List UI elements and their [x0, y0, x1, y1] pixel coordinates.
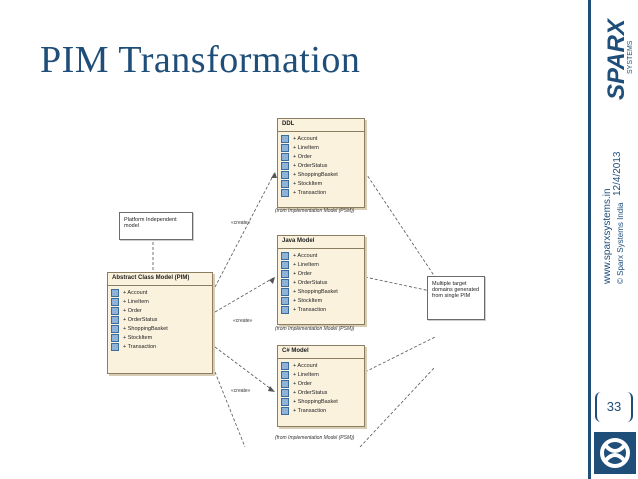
class-icon: [111, 315, 119, 324]
list-item: + Order: [278, 152, 364, 161]
list-item: + Transaction: [108, 342, 212, 351]
website-text: www.sparxsystems.in: [602, 188, 613, 284]
abstract-class-model[interactable]: Abstract Class Model (PIM) + Account + L…: [107, 272, 213, 374]
list-item: + Transaction: [278, 406, 364, 415]
list-item: + LineItem: [278, 143, 364, 152]
class-icon: [281, 388, 289, 397]
pim-diagram: Platform Independent model Abstract Clas…: [105, 112, 485, 447]
class-icon: [281, 370, 289, 379]
svg-text:SPARX: SPARX: [603, 17, 630, 100]
create-label-java: «create»: [233, 318, 253, 324]
list-item: + OrderStatus: [108, 315, 212, 324]
class-icon: [281, 278, 289, 287]
list-item: + Order: [108, 306, 212, 315]
class-icon: [281, 170, 289, 179]
class-icon: [111, 342, 119, 351]
create-label-ddl: «create»: [231, 220, 251, 226]
ddl-title: DDL: [278, 119, 364, 132]
class-icon: [281, 287, 289, 296]
class-icon: [281, 361, 289, 370]
csharp-model-package[interactable]: C# Model + Account + LineItem + Order + …: [277, 345, 365, 427]
list-item: + Transaction: [278, 188, 364, 197]
csharp-caption: (from Implementation Model (PSM)): [275, 435, 355, 441]
class-icon: [281, 379, 289, 388]
list-item: + OrderStatus: [278, 161, 364, 170]
list-item: + Transaction: [278, 305, 364, 314]
list-item: + OrderStatus: [278, 388, 364, 397]
class-icon: [281, 179, 289, 188]
class-icon: [281, 251, 289, 260]
list-item: + Order: [278, 379, 364, 388]
class-icon: [281, 188, 289, 197]
list-item: + ShoppingBasket: [278, 397, 364, 406]
copyright-text: © Sparx Systems India: [616, 202, 625, 284]
list-item: + ShoppingBasket: [278, 287, 364, 296]
class-icon: [281, 269, 289, 278]
list-item: + ShoppingBasket: [108, 324, 212, 333]
class-icon: [281, 260, 289, 269]
ddl-package[interactable]: DDL + Account + LineItem + Order + Order…: [277, 118, 365, 208]
java-caption: (from Implementation Model (PSM)): [275, 326, 355, 332]
class-icon: [281, 397, 289, 406]
create-label-csharp: «create»: [231, 388, 251, 394]
class-icon: [111, 306, 119, 315]
list-item: + Account: [278, 361, 364, 370]
sparx-swirl-icon: [594, 432, 636, 474]
svg-text:SYSTEMS: SYSTEMS: [627, 40, 634, 74]
list-item: + Account: [278, 134, 364, 143]
sidebar-rule: [588, 0, 591, 479]
page-number: 33: [595, 392, 633, 422]
class-icon: [111, 297, 119, 306]
java-model-title: Java Model: [278, 236, 364, 249]
java-model-package[interactable]: Java Model + Account + LineItem + Order …: [277, 235, 365, 325]
class-icon: [281, 296, 289, 305]
list-item: + Account: [278, 251, 364, 260]
class-icon: [281, 134, 289, 143]
note-multiple-targets: Multiple target domains generated from s…: [427, 276, 485, 320]
csharp-model-title: C# Model: [278, 346, 364, 359]
class-icon: [281, 152, 289, 161]
class-icon: [281, 406, 289, 415]
list-item: + StockItem: [278, 296, 364, 305]
list-item: + LineItem: [278, 370, 364, 379]
list-item: + LineItem: [278, 260, 364, 269]
class-icon: [281, 305, 289, 314]
ddl-caption: (from Implementation Model (PSM)): [275, 208, 355, 214]
abstract-class-title: Abstract Class Model (PIM): [108, 273, 212, 286]
class-icon: [111, 333, 119, 342]
class-icon: [111, 288, 119, 297]
sparx-logo: SPARX SYSTEMS: [594, 4, 636, 104]
list-item: + ShoppingBasket: [278, 170, 364, 179]
list-item: + Order: [278, 269, 364, 278]
class-icon: [281, 161, 289, 170]
class-icon: [111, 324, 119, 333]
list-item: + LineItem: [108, 297, 212, 306]
note-platform-independent: Platform Independent model: [119, 212, 193, 240]
list-item: + StockItem: [108, 333, 212, 342]
class-icon: [281, 143, 289, 152]
list-item: + Account: [108, 288, 212, 297]
list-item: + StockItem: [278, 179, 364, 188]
slide-date: 12/4/2013: [612, 151, 623, 197]
list-item: + OrderStatus: [278, 278, 364, 287]
slide-title: PIM Transformation: [40, 39, 361, 81]
diagram-connectors: [152, 171, 436, 447]
